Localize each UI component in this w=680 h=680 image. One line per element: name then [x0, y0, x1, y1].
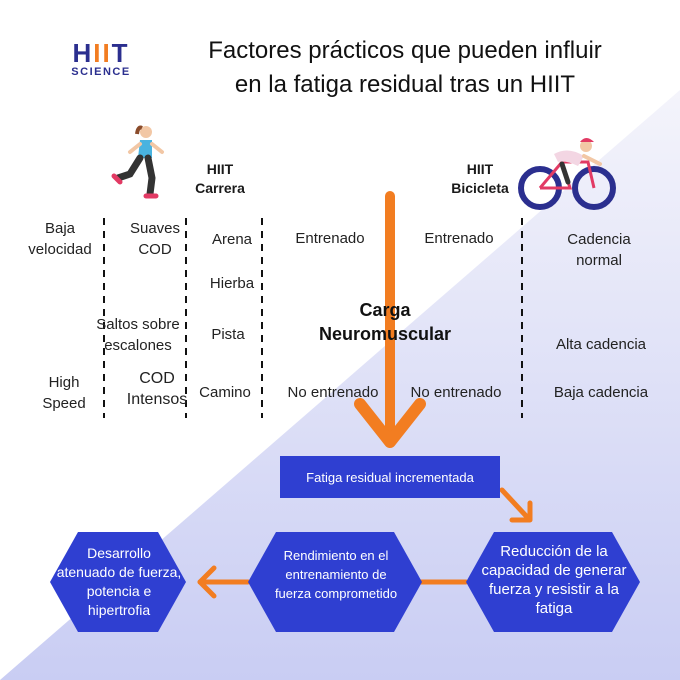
header-carrera-line-2: Carrera: [195, 180, 245, 196]
hex-desarrollo: [50, 532, 186, 632]
logo-mark-t: T: [111, 38, 130, 68]
carrera-suaves-cod: Suaves COD: [129, 220, 181, 258]
runner-icon: [111, 125, 164, 199]
carrera-camino: Camino: [199, 384, 251, 401]
title-line-2: en la fatiga residual tras un HIIT: [234, 71, 576, 98]
bici-alta-cadencia: Alta cadencia: [555, 336, 647, 353]
bici-baja-cadencia: Baja cadencia: [553, 384, 649, 401]
carrera-high-speed: High Speed: [42, 374, 86, 412]
carrera-pista: Pista: [211, 326, 245, 343]
carrera-baja-velocidad: Baja velocidad: [28, 220, 92, 258]
hex-reduccion: [466, 532, 640, 632]
reduccion-label: Reducción de la capacidad de generar fue…: [481, 543, 627, 617]
bici-cadencia-normal: Cadencia normal: [567, 231, 631, 269]
cyclist-icon: [518, 138, 616, 210]
header-hiit-carrera: HIIT Carrera: [180, 160, 260, 198]
carrera-entrenado: Entrenado: [295, 230, 365, 247]
carga-line-2: Neuromuscular: [318, 324, 452, 344]
bici-no-entrenado: No entrenado: [410, 384, 502, 401]
bici-entrenado: Entrenado: [424, 230, 494, 247]
page-title: Factores prácticos que pueden influir en…: [150, 34, 660, 102]
logo-mark-h: H: [72, 38, 94, 68]
carrera-saltos-escalones: Saltos sobre escalones: [96, 316, 180, 354]
desarrollo-label: Desarrollo atenuado de fuerza, potencia …: [56, 545, 182, 618]
carga-line-1: Carga: [359, 300, 411, 320]
fatiga-residual-box: Fatiga residual incrementada: [280, 456, 500, 498]
hex-rendimiento: [248, 532, 422, 632]
header-bicicleta-line-2: Bicicleta: [451, 180, 509, 196]
carrera-hierba: Hierba: [209, 275, 255, 292]
title-line-1: Factores prácticos que pueden influir: [208, 37, 602, 64]
carga-neuromuscular-label: Carga Neuromuscular: [300, 298, 470, 346]
carrera-arena: Arena: [211, 231, 253, 248]
carrera-cod-intensos: COD Intensos: [126, 370, 188, 408]
rendimiento-label: Rendimiento en el entrenamiento de fuerz…: [274, 548, 398, 601]
logo-mark-ii: II: [93, 38, 112, 68]
down-arrow-icon: [354, 191, 426, 448]
header-hiit-bicicleta: HIIT Bicicleta: [440, 160, 520, 198]
logo: HIIT SCIENCE: [62, 40, 140, 78]
header-bicicleta-line-1: HIIT: [466, 161, 494, 177]
fatiga-residual-label: Fatiga residual incrementada: [306, 469, 474, 485]
logo-subtitle: SCIENCE: [71, 66, 131, 78]
carrera-no-entrenado: No entrenado: [287, 384, 379, 401]
header-carrera-line-1: HIIT: [206, 161, 234, 177]
